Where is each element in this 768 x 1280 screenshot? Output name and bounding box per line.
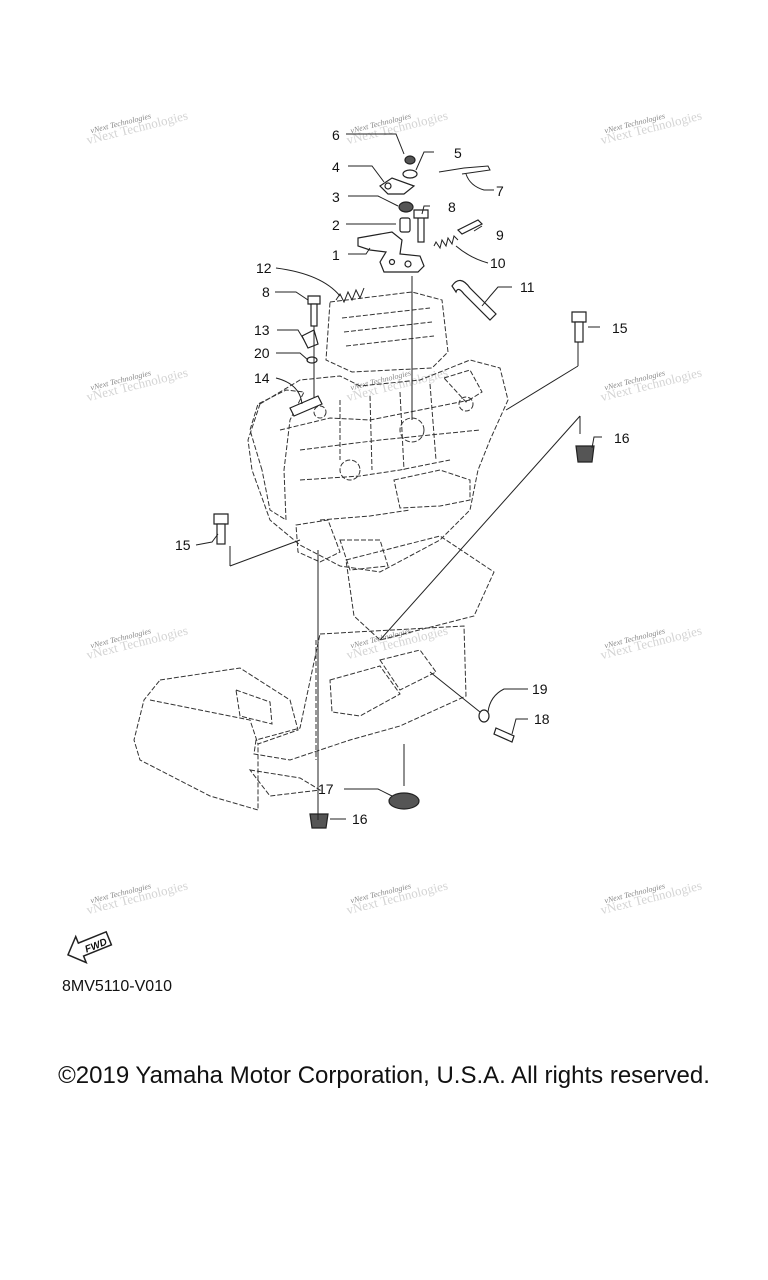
diagram-code: 8MV5110-V010 [62,978,172,995]
callout-20: 20 [254,345,270,361]
callout-4: 4 [332,159,340,175]
callout-6: 6 [332,127,340,143]
engine-block [247,291,509,573]
callout-5: 5 [454,145,462,161]
callout-3: 3 [332,189,340,205]
fwd-arrow-icon: FWD [67,930,113,964]
callout-7: 7 [496,183,504,199]
copyright-notice: ©2019 Yamaha Motor Corporation, U.S.A. A… [58,1062,710,1089]
callout-18: 18 [534,711,550,727]
callout-15-right: 15 [612,320,628,336]
leader-lines [195,133,602,820]
engine-mount-frame [133,535,495,811]
callout-2: 2 [332,217,340,233]
bracket-assembly [213,155,595,829]
callout-16-right: 16 [614,430,630,446]
callout-8-top: 8 [448,199,456,215]
callout-16-bottom: 16 [352,811,368,827]
callout-17: 17 [318,781,334,797]
callout-labels: 6 5 4 7 3 8 2 9 1 10 11 12 8 15 13 20 14… [175,127,630,827]
callout-13: 13 [254,322,270,338]
callout-9: 9 [496,227,504,243]
callout-10: 10 [490,255,506,271]
callout-8-left: 8 [262,284,270,300]
callout-12: 12 [256,260,272,276]
callout-11: 11 [520,279,535,295]
callout-14: 14 [254,370,270,386]
callout-19: 19 [532,681,548,697]
callout-15-left: 15 [175,537,191,553]
guide-lines [229,276,581,820]
callout-1: 1 [332,247,340,263]
